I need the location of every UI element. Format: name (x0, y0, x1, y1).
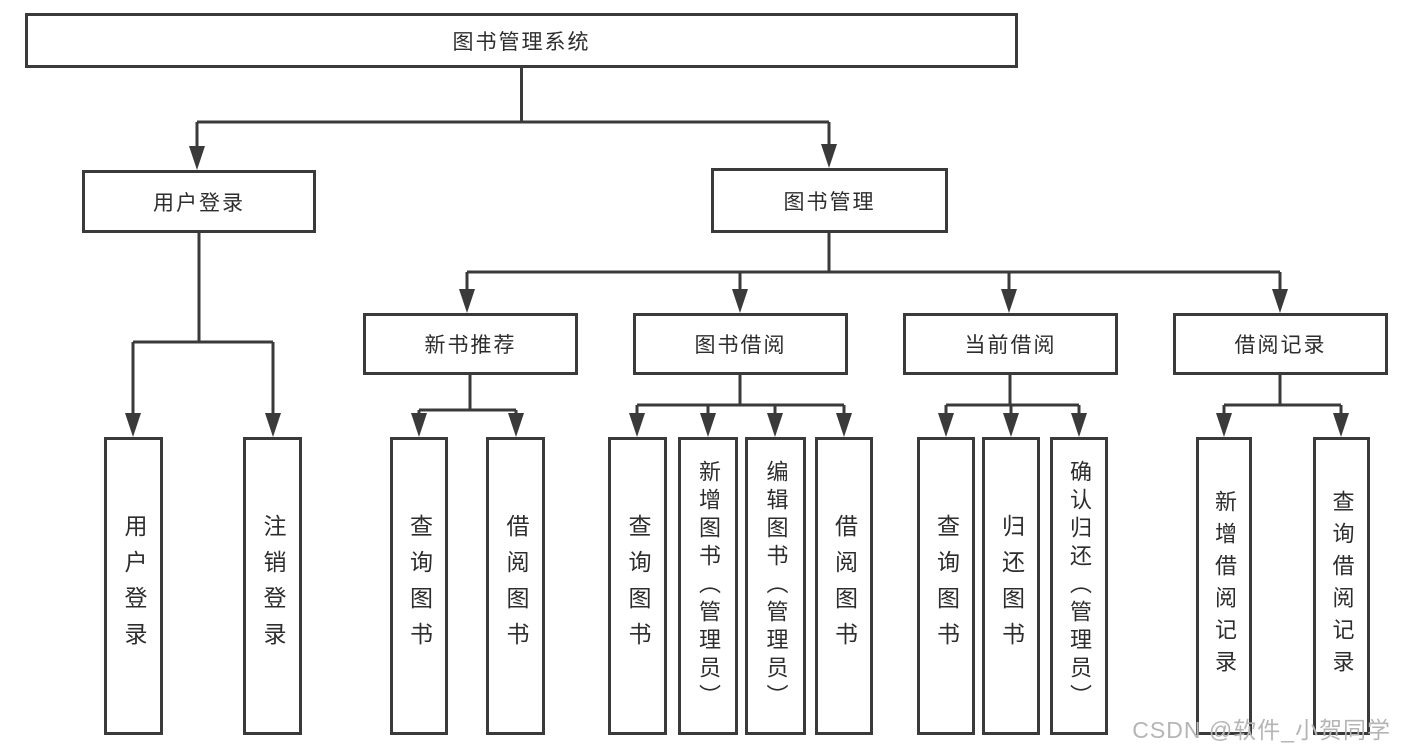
leaf-logout-label: 注销登录 (260, 514, 286, 658)
leaf-query-borrow-record-label: 查询借阅记录 (1329, 490, 1355, 682)
leaf-query-borrow-record: 查询借阅记录 (1313, 437, 1370, 735)
node-user-login-label: 用户登录 (153, 191, 245, 215)
leaf-query-books-2-label: 查询图书 (625, 514, 651, 658)
leaf-edit-book-admin: 编辑图书（管理员） (745, 437, 806, 735)
node-book-borrowing: 图书借阅 (633, 313, 848, 375)
leaf-user-login-label: 用户登录 (121, 514, 147, 658)
node-current-borrowing: 当前借阅 (903, 313, 1118, 375)
leaf-logout: 注销登录 (243, 437, 302, 735)
node-book-management-label: 图书管理 (783, 190, 876, 214)
node-book-borrowing-label: 图书借阅 (694, 334, 787, 357)
leaf-query-books-1-label: 查询图书 (406, 514, 433, 658)
leaf-borrow-books-2-label: 借阅图书 (831, 514, 858, 658)
leaf-query-books-1: 查询图书 (390, 437, 448, 735)
node-user-login: 用户登录 (82, 170, 316, 233)
leaf-query-books-2: 查询图书 (608, 437, 667, 735)
leaf-borrow-books-1-label: 借阅图书 (503, 514, 529, 658)
leaf-borrow-books-1: 借阅图书 (486, 437, 545, 735)
leaf-borrow-books-2: 借阅图书 (815, 437, 873, 735)
leaf-confirm-return-admin-label: 确认归还（管理员） (1067, 460, 1092, 712)
leaf-add-borrow-record-label: 新增借阅记录 (1212, 490, 1237, 682)
node-new-book-recommend: 新书推荐 (363, 313, 578, 375)
leaf-add-borrow-record: 新增借阅记录 (1196, 437, 1252, 735)
leaf-add-book-admin-label: 新增图书（管理员） (696, 460, 721, 712)
csdn-watermark: CSDN @软件_小贺同学 (1132, 717, 1391, 743)
leaf-user-login: 用户登录 (104, 437, 163, 735)
node-book-management: 图书管理 (711, 168, 948, 233)
node-library-system-label: 图书管理系统 (452, 30, 591, 54)
leaf-return-book-label: 归还图书 (998, 514, 1025, 658)
node-borrow-records-label: 借阅记录 (1234, 334, 1327, 357)
node-current-borrowing-label: 当前借阅 (964, 334, 1057, 357)
leaf-query-books-3: 查询图书 (917, 437, 975, 735)
leaf-edit-book-admin-label: 编辑图书（管理员） (763, 460, 789, 712)
leaf-return-book: 归还图书 (982, 437, 1040, 735)
node-new-book-recommend-label: 新书推荐 (424, 334, 517, 357)
node-library-system: 图书管理系统 (25, 13, 1018, 68)
leaf-confirm-return-admin: 确认归还（管理员） (1050, 437, 1108, 735)
leaf-add-book-admin: 新增图书（管理员） (678, 437, 738, 735)
node-borrow-records: 借阅记录 (1173, 313, 1388, 375)
leaf-query-books-3-label: 查询图书 (933, 514, 960, 658)
